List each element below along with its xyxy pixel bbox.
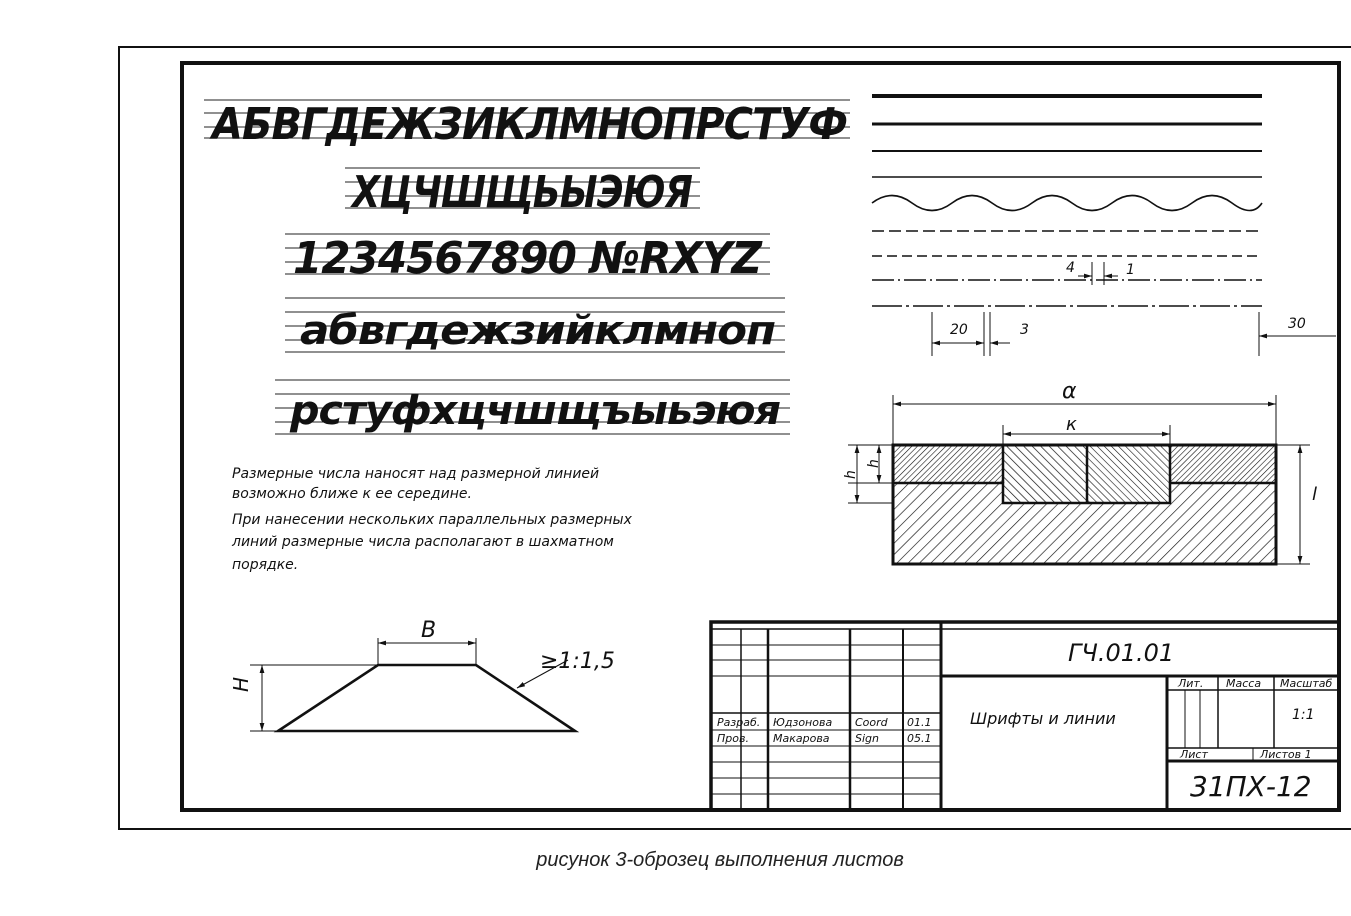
note-line-4: линий размерные числа располагают в шахм… bbox=[231, 534, 614, 550]
alphabet-digits-row: 1234567890 №RXYZ bbox=[293, 233, 763, 284]
section-label-h1: h bbox=[843, 470, 859, 479]
tb-checked-name: Макарова bbox=[773, 732, 830, 745]
dim-1-label: 1 bbox=[1126, 262, 1135, 278]
tb-col-lit: Лит. bbox=[1177, 677, 1203, 690]
tb-designation: ГЧ.01.01 bbox=[1068, 639, 1174, 667]
tb-developed-role: Разраб. bbox=[717, 716, 760, 729]
note-line-5: порядке. bbox=[232, 557, 298, 573]
figure-caption: рисунок 3-оброзец выполнения листов bbox=[536, 849, 904, 871]
dim-3-label: 3 bbox=[1020, 322, 1029, 338]
note-line-1: Размерные числа наносят над размерной ли… bbox=[232, 466, 599, 482]
tb-col-sheets: Листов 1 bbox=[1259, 748, 1312, 761]
alphabet-uppercase-row2: ХЦЧШЩЬЫЭЮЯ bbox=[350, 167, 693, 218]
tb-checked-role: Пров. bbox=[717, 732, 749, 745]
tb-group: 31ПХ-12 bbox=[1190, 770, 1312, 803]
tb-developed-sign: Coord bbox=[855, 716, 889, 729]
title-block-texts: Разраб. Юдзонова Coord 01.1 Пров. Макаро… bbox=[717, 639, 1332, 803]
trapezoid-top-label: В bbox=[421, 618, 436, 643]
tb-checked-date: 05.1 bbox=[907, 732, 932, 745]
trapezoid-figure bbox=[250, 638, 580, 733]
section-part bbox=[891, 443, 1278, 566]
notes: Размерные числа наносят над размерной ли… bbox=[231, 466, 633, 573]
alphabet-uppercase-row1: АБВГДЕЖЗИКЛМНОПРСТУФ bbox=[209, 99, 847, 150]
section-label-l: l bbox=[1312, 484, 1317, 505]
line-wavy bbox=[871, 194, 1263, 212]
outer-frame bbox=[118, 46, 1351, 830]
tb-checked-sign: Sign bbox=[855, 732, 879, 745]
tb-developed-name: Юдзонова bbox=[773, 716, 832, 729]
trapezoid-slope-label: ≥1:1,5 bbox=[540, 649, 615, 674]
note-line-2: возможно ближе к ее середине. bbox=[232, 486, 472, 502]
title-block bbox=[709, 620, 1341, 812]
dim-20-label: 20 bbox=[950, 322, 968, 338]
dim-4-label: 4 bbox=[1066, 260, 1075, 276]
alphabet-lowercase-row1: абвгдежзийклмноп bbox=[300, 308, 775, 354]
note-line-3: При нанесении нескольких параллельных ра… bbox=[232, 512, 633, 528]
tb-col-mass: Масса bbox=[1226, 677, 1261, 690]
line-type-dimensions bbox=[931, 262, 1336, 356]
tb-col-sheet: Лист bbox=[1179, 748, 1208, 761]
section-label-k: к bbox=[1066, 414, 1077, 435]
alphabet-block: АБВГДЕЖЗИКЛМНОПРСТУФ ХЦЧШЩЬЫЭЮЯ 12345678… bbox=[204, 99, 850, 435]
tb-col-scale: Масштаб bbox=[1280, 677, 1332, 690]
dim-30-label: 30 bbox=[1288, 316, 1306, 332]
section-label-h2: h bbox=[866, 459, 882, 468]
tb-title: Шрифты и линии bbox=[970, 709, 1116, 728]
trapezoid-height-label: Н bbox=[229, 677, 253, 692]
alphabet-lowercase-row2: рстуфхцчшщъыьэюя bbox=[289, 388, 780, 434]
tb-developed-date: 01.1 bbox=[907, 716, 932, 729]
line-types bbox=[871, 94, 1263, 307]
alphabet-guides bbox=[204, 99, 850, 435]
section-dimensions bbox=[848, 395, 1310, 565]
section-label-a: α bbox=[1062, 379, 1077, 404]
tb-scale-value: 1:1 bbox=[1292, 707, 1315, 723]
